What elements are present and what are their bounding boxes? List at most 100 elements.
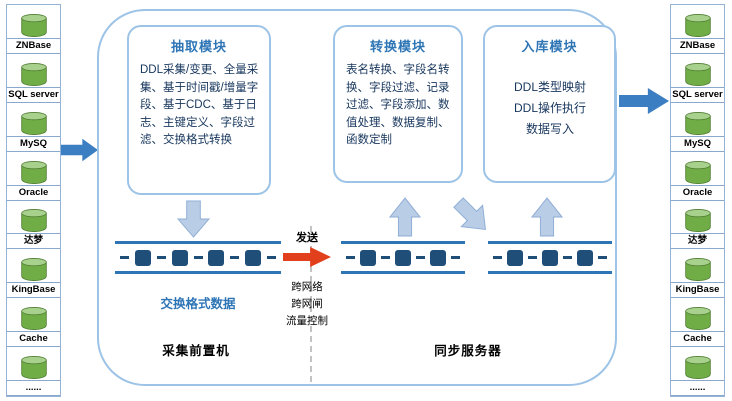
queue-dash — [416, 256, 425, 259]
collector-zone-label: 采集前置机 — [162, 344, 230, 358]
source-database-column: ZNBase SQL server MySQ — [6, 4, 61, 397]
queue-to-load-arrow — [530, 197, 564, 237]
exchange-queue-left — [115, 241, 281, 274]
extract-to-queue-arrow — [176, 200, 211, 238]
queue-dash — [493, 256, 502, 259]
database-icon — [20, 209, 47, 233]
database-item: 达梦 — [7, 201, 60, 250]
database-icon — [684, 258, 711, 282]
database-label: KingBase — [7, 282, 60, 299]
load-module-line: DDL操作执行 — [513, 101, 586, 115]
exchange-queue-middle — [341, 241, 465, 274]
database-icon — [20, 258, 47, 282]
database-icon — [20, 62, 47, 86]
database-item: Oracle — [671, 152, 724, 201]
database-icon — [20, 356, 47, 379]
database-icon — [684, 62, 711, 86]
database-label: 达梦 — [671, 233, 724, 250]
database-icon — [20, 13, 47, 37]
load-module-body: DDL类型映射 DDL操作执行 数据写入 — [485, 55, 614, 144]
exchange-data-label: 交换格式数据 — [160, 297, 236, 311]
database-item: Cache — [671, 298, 724, 348]
network-note: 跨网络 — [291, 281, 323, 293]
database-item: SQL server — [7, 54, 60, 103]
load-module-line: 数据写入 — [525, 122, 574, 136]
load-module-title: 入库模块 — [521, 39, 578, 54]
database-label: MySQ — [671, 135, 724, 152]
database-item: 达梦 — [671, 201, 724, 250]
load-module: 入库模块 DDL类型映射 DDL操作执行 数据写入 — [483, 25, 616, 183]
queue-dash — [193, 256, 203, 259]
database-item: ZNBase — [671, 5, 724, 54]
database-item: ...... — [7, 347, 60, 396]
sync-server-zone-label: 同步服务器 — [434, 344, 502, 358]
extract-module-title: 抽取模块 — [170, 39, 227, 54]
load-module-line: DDL类型映射 — [513, 80, 586, 94]
queue-block — [542, 249, 558, 266]
database-label: ...... — [671, 380, 724, 396]
queue-dash — [598, 256, 607, 259]
transform-module: 转换模块 表名转换、字段名转换、字段过滤、记录过滤、字段添加、数值处理、数据复制… — [333, 25, 463, 183]
database-item: KingBase — [7, 249, 60, 299]
database-label: SQL server — [671, 86, 724, 103]
database-item: MySQ — [7, 103, 60, 152]
database-label: KingBase — [671, 282, 724, 299]
network-notes: 跨网络 跨网闸 流量控制 — [271, 279, 343, 330]
target-database-column: ZNBase SQL server MySQ — [670, 4, 725, 397]
queue-dash — [230, 256, 240, 259]
queue-block — [507, 249, 523, 266]
database-icon — [684, 356, 711, 379]
queue-dash — [156, 256, 166, 259]
database-icon — [20, 160, 47, 184]
database-item: Cache — [7, 298, 60, 348]
platform-to-target-arrow — [619, 88, 669, 114]
queue-to-transform-arrow — [388, 197, 422, 237]
network-note: 跨网闸 — [291, 298, 323, 310]
queue-dash — [528, 256, 537, 259]
database-icon — [684, 111, 711, 135]
database-item: KingBase — [671, 249, 724, 299]
queue-block — [577, 249, 593, 266]
database-item: Oracle — [7, 152, 60, 201]
database-label: Cache — [7, 331, 60, 348]
queue-dash — [120, 256, 129, 259]
transform-module-body: 表名转换、字段名转换、字段过滤、记录过滤、字段添加、数值处理、数据复制、函数定制 — [346, 64, 450, 146]
network-note: 流量控制 — [286, 315, 328, 327]
queue-block — [245, 249, 262, 266]
queue-dash — [346, 256, 355, 259]
queue-dash — [451, 256, 460, 259]
database-icon — [20, 111, 47, 135]
send-label: 发送 — [296, 232, 318, 244]
database-label: MySQ — [7, 135, 60, 152]
transform-module-title: 转换模块 — [369, 39, 426, 54]
extract-module: 抽取模块 DDL采集/变更、全量采集、基于时间戳/增量字段、基于CDC、基于日志… — [127, 25, 271, 195]
source-to-platform-arrow — [61, 138, 98, 162]
queue-block — [360, 249, 376, 266]
transform-to-queue-arrow — [453, 197, 486, 230]
queue-block — [430, 249, 446, 266]
database-icon — [684, 13, 711, 37]
database-label: Oracle — [671, 184, 724, 201]
database-icon — [684, 307, 711, 331]
queue-dash — [563, 256, 572, 259]
database-icon — [684, 160, 711, 184]
exchange-queue-right — [488, 241, 612, 274]
send-arrow — [283, 247, 331, 267]
queue-dash — [267, 256, 276, 259]
queue-block — [171, 249, 188, 266]
queue-block — [208, 249, 225, 266]
database-icon — [684, 209, 711, 233]
extract-module-body: DDL采集/变更、全量采集、基于时间戳/增量字段、基于CDC、基于日志、主键定义… — [140, 64, 259, 146]
database-item: ZNBase — [7, 5, 60, 54]
database-label: SQL server — [7, 86, 60, 103]
database-item: MySQ — [671, 103, 724, 152]
database-label: 达梦 — [7, 233, 60, 250]
database-item: SQL server — [671, 54, 724, 103]
database-label: ZNBase — [671, 37, 724, 54]
database-label: ...... — [7, 380, 60, 396]
database-icon — [20, 307, 47, 331]
queue-dash — [381, 256, 390, 259]
database-label: Oracle — [7, 184, 60, 201]
database-label: Cache — [671, 331, 724, 348]
